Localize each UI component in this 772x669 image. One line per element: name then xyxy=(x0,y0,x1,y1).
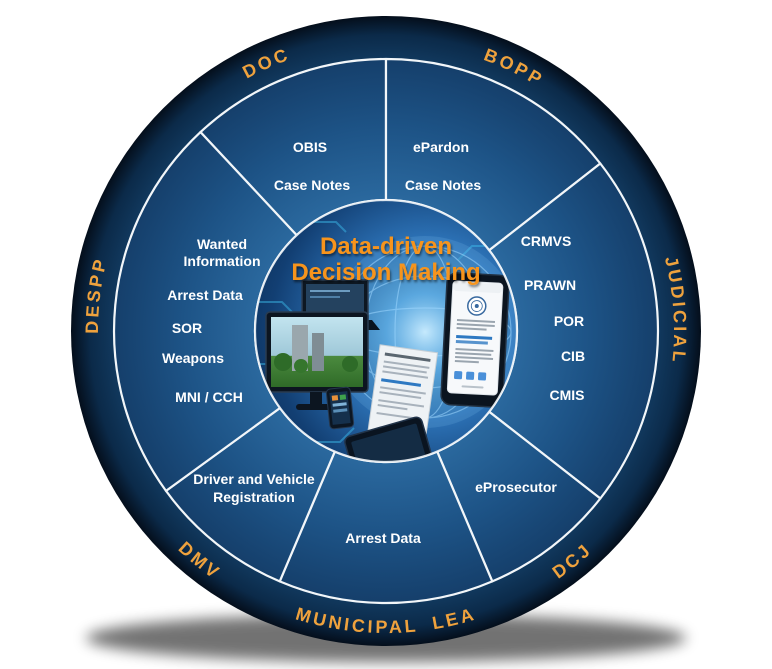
municipal-lea-system-arrest-data: Arrest Data xyxy=(345,530,421,546)
despp-system-wanted-information-line1: Wanted xyxy=(197,236,247,252)
doc-system-case-notes: Case Notes xyxy=(274,177,350,193)
dcj-system-eprosecutor: eProsecutor xyxy=(475,479,557,495)
collage-rim xyxy=(253,198,519,464)
despp-system-arrest-data: Arrest Data xyxy=(167,287,243,303)
judicial-system-por: POR xyxy=(554,313,584,329)
center-title-line1: Data-driven xyxy=(320,233,452,260)
document-page xyxy=(367,344,439,439)
judicial-system-prawn: PRAWN xyxy=(524,277,576,293)
small-phone xyxy=(325,386,355,430)
desktop-monitor xyxy=(265,311,369,410)
despp-system-mni-cch: MNI / CCH xyxy=(175,389,243,405)
segment-systems: OBIS Case Notes ePardon Case Notes CRMVS… xyxy=(162,139,585,546)
bopp-system-case-notes: Case Notes xyxy=(405,177,481,193)
despp-system-wanted-information-line2: Information xyxy=(184,253,261,269)
judicial-system-crmvs: CRMVS xyxy=(521,233,572,249)
judicial-system-cmis: CMIS xyxy=(550,387,585,403)
dmv-system-registration-line1: Driver and Vehicle xyxy=(193,471,315,487)
center-collage xyxy=(255,200,517,462)
center-title-line2: Decision Making xyxy=(291,259,480,286)
despp-system-weapons: Weapons xyxy=(162,350,224,366)
doc-system-obis: OBIS xyxy=(293,139,327,155)
judicial-system-cib: CIB xyxy=(561,348,585,364)
dmv-system-registration-line2: Registration xyxy=(213,489,295,505)
smartphone xyxy=(440,272,510,408)
despp-system-sor: SOR xyxy=(172,320,202,336)
bopp-system-epardon: ePardon xyxy=(413,139,469,155)
